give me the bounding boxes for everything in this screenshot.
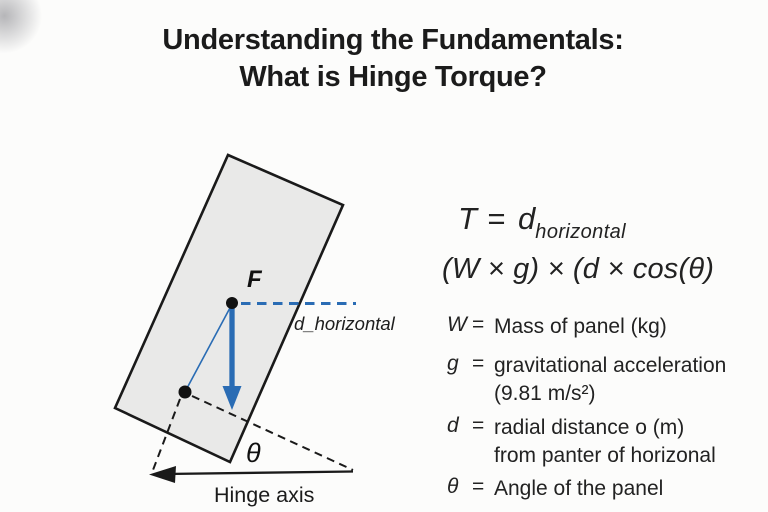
definition-symbol: W [447,313,467,336]
definition-text: Mass of panel (kg) [494,315,667,338]
theta-label: θ [246,438,261,468]
torque-formula-line1: T = dhorizontal [458,201,626,243]
radial-line [185,305,232,391]
definition-text: radial distance o (m) [494,416,685,439]
definition-equals: = [472,414,485,437]
formula-subscript: horizontal [535,221,627,243]
page-title: Understanding the Fundamentals: What is … [9,22,768,96]
formula-lhs: T [458,201,477,236]
force-vector-arrowhead [222,386,242,410]
definition-text: gravitational acceleration [494,354,727,377]
hinge-axis-line [164,470,354,476]
formula-equals: = [486,201,506,236]
hinge-torque-diagram: F d_horizontal θ Hinge axis [113,153,396,507]
title-line-2: What is Hinge Torque? [239,61,547,93]
definition-symbol: θ [447,475,459,498]
definition-equals: = [472,475,485,498]
definition-row-w: W = Mass of panel (kg) [447,313,667,341]
hinge-axis-label: Hinge axis [214,483,314,507]
definition-row-g: g = gravitational acceleration (9.81 m/s… [447,352,726,407]
definition-symbol: d [447,414,459,437]
definition-symbol: g [447,352,459,375]
definition-equals: = [472,352,485,375]
dashed-line-right [191,395,354,471]
force-point-dot [226,297,238,309]
definition-row-theta: θ = Angle of the panel [447,475,663,503]
formula-base: d [518,201,536,236]
title-line-1: Understanding the Fundamentals: [162,24,624,56]
torque-formula-line2: (W × g) × (d × cos(θ) [442,253,715,285]
hinge-axis-arrowhead [149,466,176,483]
force-label: F [247,266,263,293]
definition-equals: = [472,313,485,336]
definition-text-2: from panter of horizonal [494,443,716,467]
pivot-point-dot [178,385,192,399]
definition-row-d: d = radial distance o (m) from panter of… [447,414,716,469]
definition-text-2: (9.81 m/s²) [494,381,596,405]
d-horizontal-label: d_horizontal [294,313,396,334]
definition-text: Angle of the panel [494,477,664,500]
